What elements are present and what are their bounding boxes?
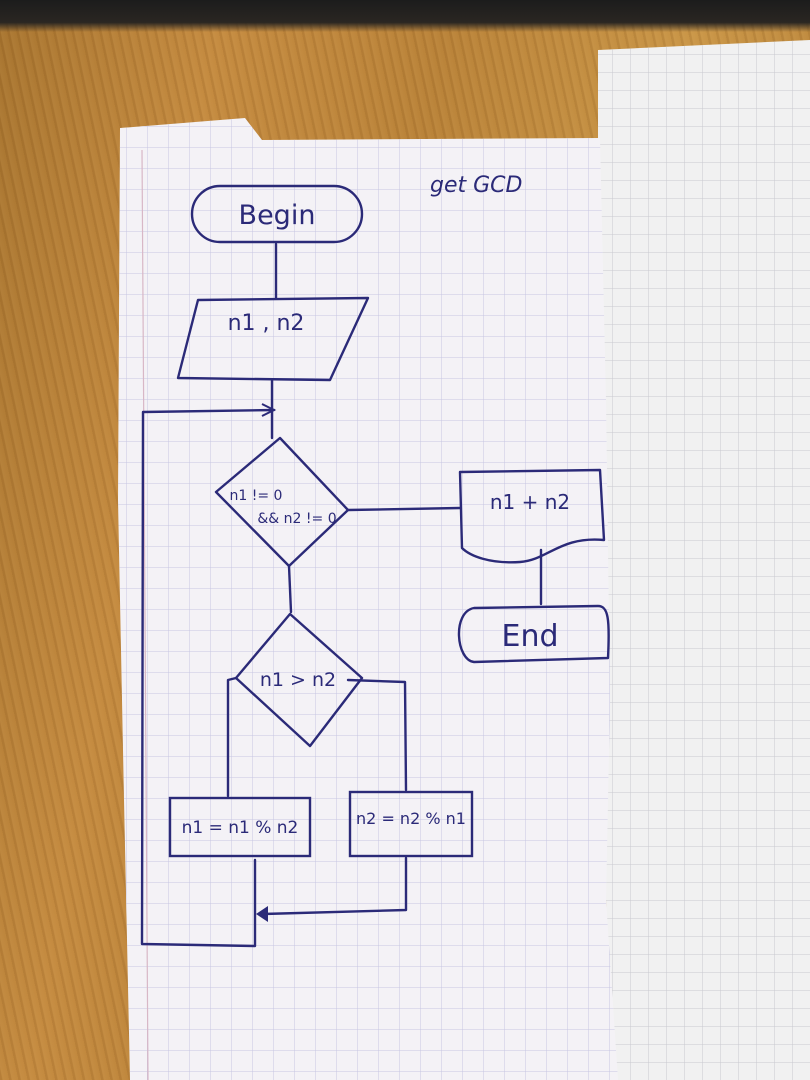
output-document: n1 + n2	[458, 468, 606, 564]
decision-nonzero: n1 != 0 && n2 != 0	[214, 436, 350, 568]
decision-nonzero-line2: && n2 != 0	[257, 511, 336, 527]
begin-label: Begin	[239, 200, 316, 231]
input-parallelogram: n1 , n2	[176, 296, 370, 382]
decision-nonzero-line1: n1 != 0	[230, 488, 283, 504]
entry-arrowhead	[261, 403, 277, 417]
end-terminator: End	[457, 604, 610, 664]
flow-connectors	[140, 242, 543, 948]
begin-terminator: Begin	[190, 184, 364, 244]
process-left-label: n1 = n1 % n2	[182, 818, 299, 838]
output-label: n1 + n2	[490, 490, 570, 514]
graph-paper	[118, 118, 618, 1080]
decision-compare: n1 > n2	[234, 612, 364, 748]
process-left: n1 = n1 % n2	[168, 796, 312, 858]
background-shadow	[0, 0, 810, 32]
merge-arrowhead	[256, 906, 268, 922]
process-right: n2 = n2 % n1	[348, 790, 474, 858]
process-right-label: n2 = n2 % n1	[356, 809, 466, 828]
diagram-title: get GCD	[430, 173, 522, 198]
decision-compare-label: n1 > n2	[260, 669, 336, 691]
background-paper-sheet	[598, 40, 810, 1080]
end-label: End	[501, 619, 558, 654]
input-label: n1 , n2	[228, 311, 305, 336]
